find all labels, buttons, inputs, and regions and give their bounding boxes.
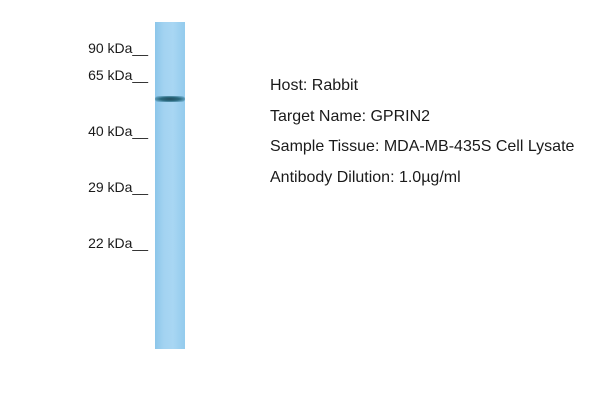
protein-band	[155, 95, 185, 102]
marker-40kda: 40 kDa__	[88, 123, 148, 139]
host-label: Host: Rabbit	[270, 77, 359, 94]
marker-90kda: 90 kDa__	[88, 40, 148, 56]
sample-tissue-label: Sample Tissue: MDA-MB-435S Cell Lysate	[270, 138, 575, 155]
blot-lane	[155, 22, 185, 349]
blot-info-panel: Host: Rabbit Target Name: GPRIN2 Sample …	[270, 71, 574, 193]
antibody-dilution-label: Antibody Dilution: 1.0µg/ml	[270, 168, 461, 186]
target-name-label: Target Name: GPRIN2	[270, 107, 431, 125]
marker-65kda: 65 kDa__	[88, 67, 148, 83]
marker-22kda: 22 kDa__	[88, 235, 148, 251]
marker-29kda: 29 kDa__	[88, 179, 148, 195]
